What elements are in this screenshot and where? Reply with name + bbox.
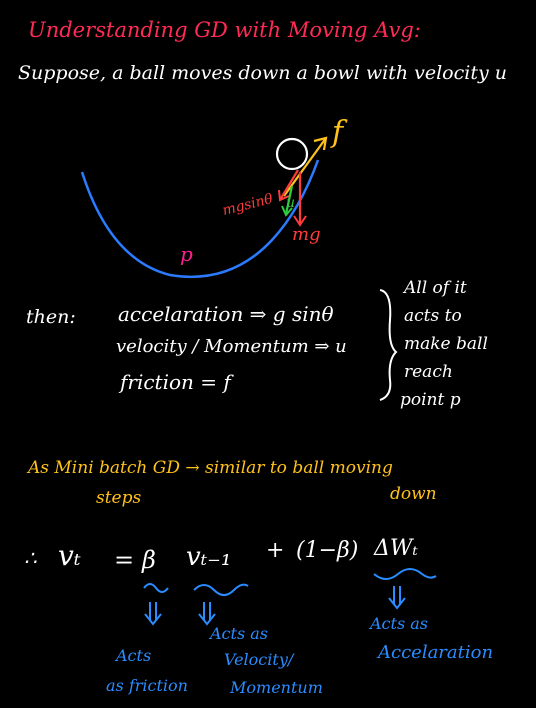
friction-label: f <box>332 115 344 150</box>
page-title: Understanding GD with Moving Avg: <box>28 18 421 42</box>
intro-text: Suppose, a ball moves down a bowl with v… <box>18 62 507 84</box>
then-line-velocity: velocity / Momentum ⇒ u <box>116 336 347 357</box>
squiggle-vprev <box>193 583 249 596</box>
brace-note-line-4: reach <box>404 362 453 382</box>
beta-note-line-2: as friction <box>106 676 188 695</box>
vprev-note-line-3: Momentum <box>230 678 323 697</box>
eq-v-prev: vₜ₋₁ <box>186 542 232 572</box>
velocity-u-label: u <box>286 195 296 211</box>
vprev-note-line-1: Acts as <box>210 624 268 643</box>
analogy-down: down <box>390 484 437 504</box>
velocity-arrow <box>284 185 294 215</box>
eq-beta: β <box>142 546 156 574</box>
brace-note-line-2: acts to <box>404 306 462 326</box>
analogy-line-1: As Mini batch GD → similar to ball movin… <box>28 458 393 478</box>
brace-note-line-1: All of it <box>404 278 467 298</box>
eq-equals: = <box>114 546 135 574</box>
double-arrow-vprev <box>198 602 216 626</box>
squiggle-beta <box>143 583 169 593</box>
delta-note-line-1: Acts as <box>370 614 428 633</box>
double-arrow-beta <box>144 602 162 626</box>
eq-therefore: ∴ <box>24 546 37 570</box>
eq-delta-w: ΔWₜ <box>374 536 418 561</box>
ball-circle <box>275 137 309 171</box>
double-arrow-delta <box>388 586 406 610</box>
squiggle-delta <box>373 568 437 580</box>
brace-note-line-3: make ball <box>404 334 488 354</box>
eq-lhs: vₜ <box>58 539 81 572</box>
bowl-curve <box>80 159 320 279</box>
mg-label: mg <box>292 224 321 245</box>
then-line-acceleration: accelaration ⇒ g sinθ <box>118 302 334 326</box>
then-line-friction: friction = f <box>120 370 231 394</box>
analogy-steps: steps <box>96 488 142 508</box>
eq-one-minus-beta: (1−β) <box>296 538 359 563</box>
beta-note-line-1: Acts <box>116 646 152 665</box>
curly-brace <box>379 289 398 401</box>
eq-plus: + <box>266 538 285 563</box>
vprev-note-line-2: Velocity/ <box>224 650 294 669</box>
bottom-point-label: p <box>180 242 193 266</box>
then-label: then: <box>26 306 76 328</box>
mgsin-arrow <box>279 169 299 201</box>
brace-note-line-5: point p <box>400 390 461 410</box>
delta-note-line-2: Accelaration <box>378 642 494 663</box>
